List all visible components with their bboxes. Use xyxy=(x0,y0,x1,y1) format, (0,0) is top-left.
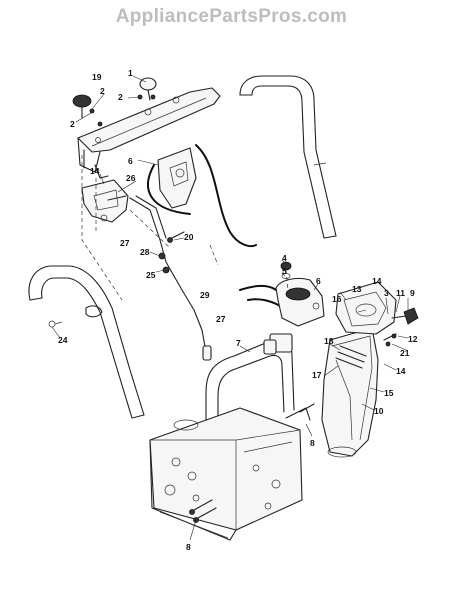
callout-6a: 6 xyxy=(128,156,133,166)
callout-17: 17 xyxy=(312,370,322,380)
callout-labels: 1 2 19 2 2 6 14 26 27 20 28 25 29 27 24 … xyxy=(58,68,418,552)
callout-19: 19 xyxy=(92,72,102,82)
callout-15: 15 xyxy=(384,388,394,398)
callout-11: 11 xyxy=(396,288,405,298)
callout-13: 13 xyxy=(352,284,362,294)
callout-14a: 14 xyxy=(90,166,100,176)
screws xyxy=(89,94,156,127)
callout-27a: 27 xyxy=(120,238,130,248)
lower-handle-left xyxy=(28,265,145,419)
callout-9: 9 xyxy=(410,288,415,298)
callout-24: 24 xyxy=(58,335,68,345)
callout-3: 3 xyxy=(384,288,389,298)
callout-10: 10 xyxy=(374,406,384,416)
callout-27b: 27 xyxy=(216,314,226,324)
callout-12: 12 xyxy=(408,334,418,344)
callout-25: 25 xyxy=(146,270,156,280)
frame-plate xyxy=(149,403,315,541)
bolts-8 xyxy=(189,499,217,523)
callout-5: 5 xyxy=(282,266,287,276)
shift-rod xyxy=(129,195,212,361)
callout-14b: 14 xyxy=(372,276,382,286)
callout-6b: 6 xyxy=(316,276,321,286)
callout-14c: 14 xyxy=(396,366,406,376)
callout-20: 20 xyxy=(184,232,194,242)
callout-4: 4 xyxy=(282,253,287,263)
callout-28: 28 xyxy=(140,247,150,257)
deflector-knob xyxy=(383,307,419,347)
upper-handle-right xyxy=(239,75,337,239)
callout-29: 29 xyxy=(200,290,210,300)
callout-7: 7 xyxy=(236,338,241,348)
callout-8b: 8 xyxy=(186,542,191,552)
shift-lever-bracket xyxy=(81,179,129,223)
chute-deflector xyxy=(335,281,397,335)
callout-2c: 2 xyxy=(70,119,75,129)
callout-8a: 8 xyxy=(310,438,315,448)
callout-2b: 2 xyxy=(100,86,105,96)
dash-panel xyxy=(77,87,221,179)
callout-26: 26 xyxy=(126,173,136,183)
callout-21: 21 xyxy=(400,348,410,358)
assembly-guides xyxy=(81,155,219,301)
discharge-chute xyxy=(321,327,379,458)
lower-handle-frame xyxy=(205,333,295,473)
callout-1: 1 xyxy=(128,68,133,78)
chute-crank-bracket xyxy=(147,144,257,248)
chute-crank-housing xyxy=(239,261,325,327)
shift-knob xyxy=(72,94,92,119)
callout-18: 18 xyxy=(324,336,334,346)
callout-2a: 2 xyxy=(118,92,123,102)
leader-lines xyxy=(51,75,409,541)
callout-16: 16 xyxy=(332,294,342,304)
pin-24 xyxy=(48,320,63,328)
watermark-text: AppliancePartsPros.com xyxy=(115,6,348,27)
bolt-20 xyxy=(167,231,185,243)
